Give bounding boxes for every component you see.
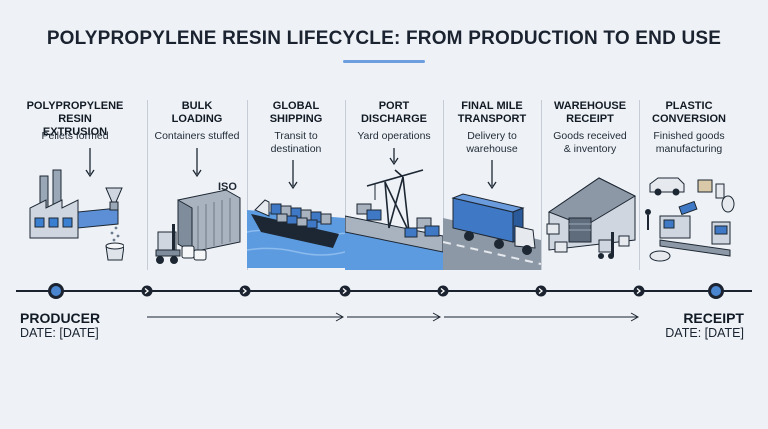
- cargo-ship-icon: [247, 160, 345, 268]
- port-crane-icon: [345, 148, 443, 270]
- stage-divider: [639, 100, 640, 270]
- stage-description: Goods received& inventory: [553, 130, 627, 155]
- stage-description: Yard operations: [357, 130, 431, 142]
- stage-divider: [541, 100, 542, 270]
- stage-divider: [147, 100, 148, 270]
- stage-divider: [345, 100, 346, 270]
- stage-description: Pellets formed: [41, 130, 109, 142]
- end-date: DATE: [DATE]: [665, 326, 744, 340]
- stage-divider: [443, 100, 444, 270]
- extrusion-factory-icon: [29, 148, 124, 261]
- iso-tag: ISO: [218, 181, 237, 193]
- flow-arrows: [147, 312, 640, 322]
- warehouse-icon: [546, 177, 637, 259]
- diagram-title: POLYPROPYLENE RESIN LIFECYCLE: FROM PROD…: [46, 28, 722, 49]
- stage-divider: [247, 100, 248, 270]
- container-forklift-icon: ISO: [155, 148, 241, 264]
- manufacturing-line-icon: [645, 177, 735, 262]
- end-label: RECEIPT: [683, 310, 744, 326]
- start-date: DATE: [DATE]: [20, 326, 99, 340]
- stage-description: Containers stuffed: [154, 130, 240, 142]
- delivery-truck-icon: [443, 160, 541, 270]
- title-underline: [343, 60, 425, 63]
- start-label: PRODUCER: [20, 310, 101, 326]
